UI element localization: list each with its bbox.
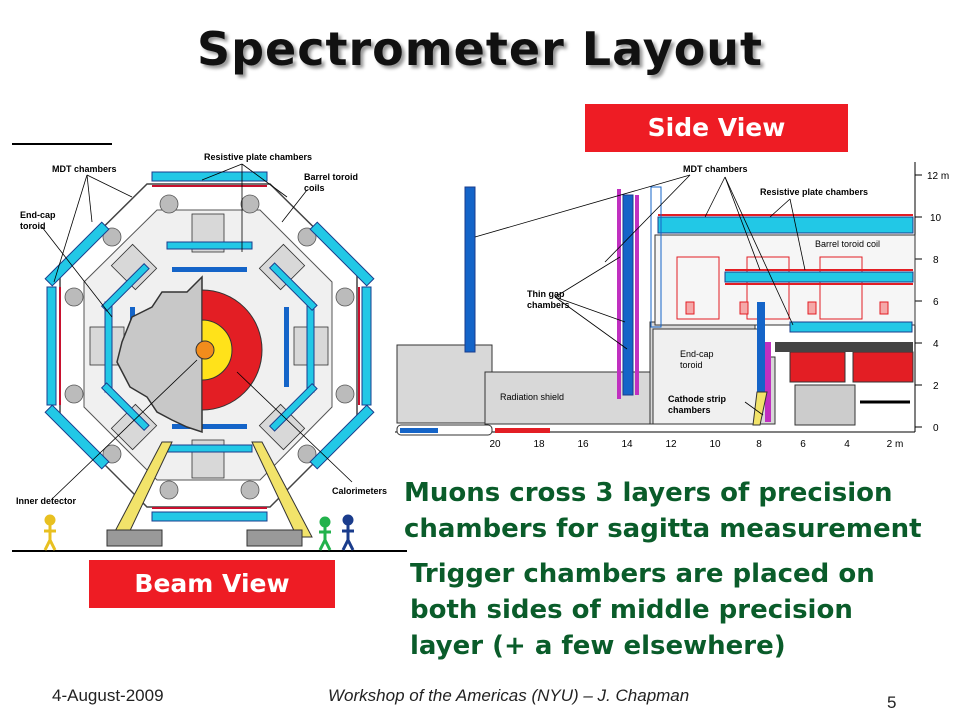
side-mdt-label: MDT chambers <box>683 164 748 174</box>
beam-barrel-toroid-label: Barrel toroid <box>304 172 358 182</box>
y-tick-0: 0 <box>933 423 939 434</box>
y-tick-12: 12 m <box>927 171 949 182</box>
x-tick-12: 12 <box>665 439 677 450</box>
x-tick-10: 10 <box>709 439 721 450</box>
side-thin-gap-chambers-label: chambers <box>527 300 570 310</box>
beam-inner-detector-label: Inner detector <box>16 496 77 506</box>
side-barrel-toroid-coil-label: Barrel toroid coil <box>815 239 880 249</box>
beam-view-label: Beam View <box>89 560 335 608</box>
y-tick-2: 2 <box>933 381 939 392</box>
x-tick-16: 16 <box>577 439 589 450</box>
person-yellow-icon <box>43 514 57 551</box>
person-blue-icon <box>341 514 355 551</box>
x-tick-18: 18 <box>533 439 545 450</box>
y-tick-10: 10 <box>930 213 942 224</box>
beam-coils-label: coils <box>304 183 325 193</box>
side-toroid-label: toroid <box>680 360 703 370</box>
footer-workshop: Workshop of the Americas (NYU) – J. Chap… <box>328 686 690 705</box>
side-radiation-shield-label: Radiation shield <box>500 392 564 402</box>
bullet-trigger: Trigger chambers are placed on both side… <box>410 559 875 661</box>
beam-toroid-label: toroid <box>20 221 46 231</box>
y-tick-6: 6 <box>933 297 939 308</box>
bullet-muons: Muons cross 3 layers of precision chambe… <box>404 478 922 544</box>
beam-calorimeters-label: Calorimeters <box>332 486 387 496</box>
slide-title: Spectrometer Layout <box>196 22 764 76</box>
beam-endcap-label: End-cap <box>20 210 56 220</box>
x-tick-20: 20 <box>489 439 501 450</box>
x-tick-4: 4 <box>844 439 850 450</box>
x-tick-2m: 2 m <box>887 439 904 450</box>
side-endcap-label: End-cap <box>680 349 714 359</box>
beam-view-diagram: MDT chambers Resistive plate chambers Ba… <box>12 142 407 557</box>
side-rpc-label: Resistive plate chambers <box>760 187 868 197</box>
x-tick-8: 8 <box>756 439 762 450</box>
x-tick-14: 14 <box>621 439 633 450</box>
x-tick-6: 6 <box>800 439 806 450</box>
page-number: 5 <box>887 693 897 712</box>
beam-rpc-label: Resistive plate chambers <box>204 152 312 162</box>
side-thin-gap-label: Thin gap <box>527 289 565 299</box>
side-cathode-chambers-label: chambers <box>668 405 711 415</box>
side-view-diagram: 12 m 10 8 6 4 2 0 20 18 16 14 12 10 8 6 … <box>395 157 955 457</box>
y-tick-8: 8 <box>933 255 939 266</box>
person-green-icon <box>318 516 332 551</box>
y-tick-4: 4 <box>933 339 939 350</box>
beam-mdt-label: MDT chambers <box>52 164 117 174</box>
footer-date: 4-August-2009 <box>52 686 164 705</box>
side-cathode-strip-label: Cathode strip <box>668 394 727 404</box>
side-view-label: Side View <box>585 104 848 152</box>
